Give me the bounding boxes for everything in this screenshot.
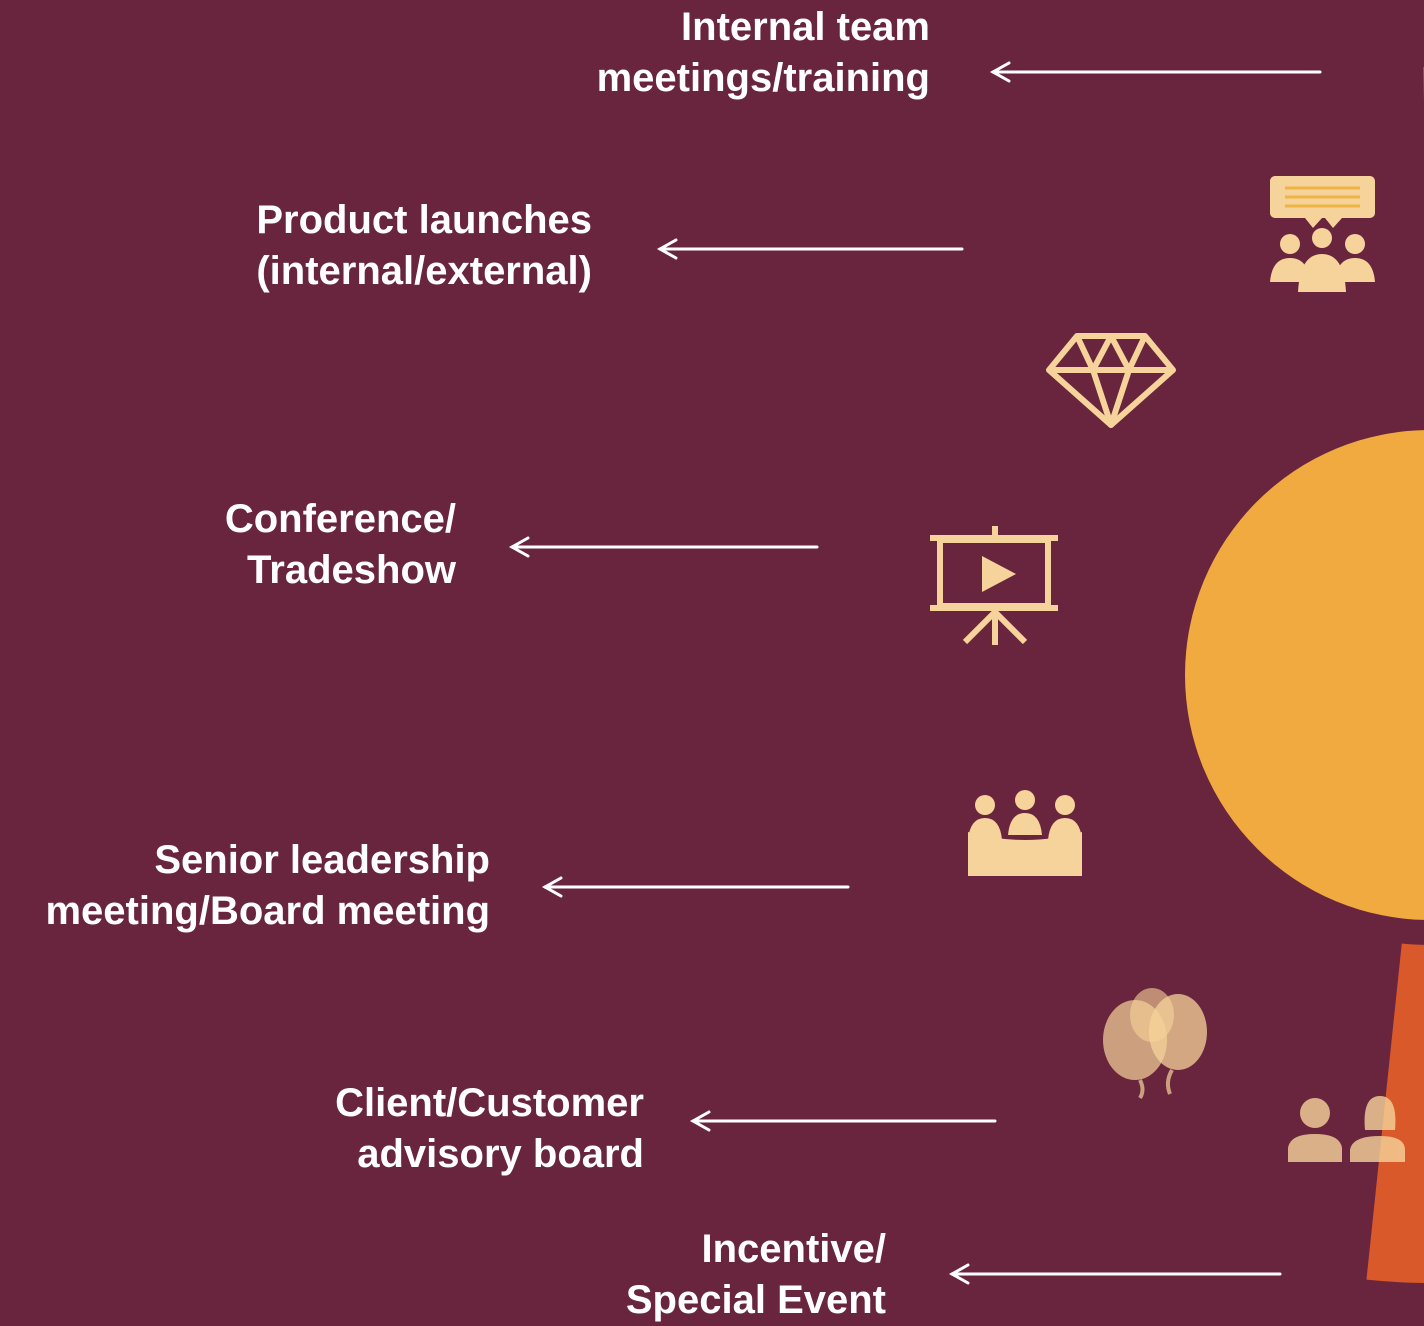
- balloons-icon: [1103, 988, 1207, 1098]
- label-internal-team: Internal team meetings/training: [597, 2, 930, 104]
- center-disc: [1185, 430, 1424, 920]
- diamond-icon: [1049, 336, 1173, 425]
- arrow-client: [693, 1112, 995, 1130]
- label-senior-leadership: Senior leadership meeting/Board meeting: [45, 835, 490, 937]
- meeting-presentation-icon: [1270, 176, 1375, 292]
- label-product-launches: Product launches (internal/external): [256, 195, 592, 297]
- arrow-leadership: [545, 878, 848, 896]
- arrow-incentive: [952, 1265, 1280, 1283]
- label-conference-tradeshow: Conference/ Tradeshow: [225, 494, 456, 596]
- arrow-conference: [512, 538, 817, 556]
- board-table-icon: [968, 790, 1082, 876]
- label-incentive-event: Incentive/ Special Event: [626, 1224, 886, 1326]
- presentation-screen-icon: [930, 526, 1058, 645]
- arrow-launch: [660, 240, 962, 258]
- label-client-advisory: Client/Customer advisory board: [335, 1078, 644, 1180]
- couple-icon: [1288, 1096, 1405, 1162]
- arrow-internal: [993, 63, 1320, 81]
